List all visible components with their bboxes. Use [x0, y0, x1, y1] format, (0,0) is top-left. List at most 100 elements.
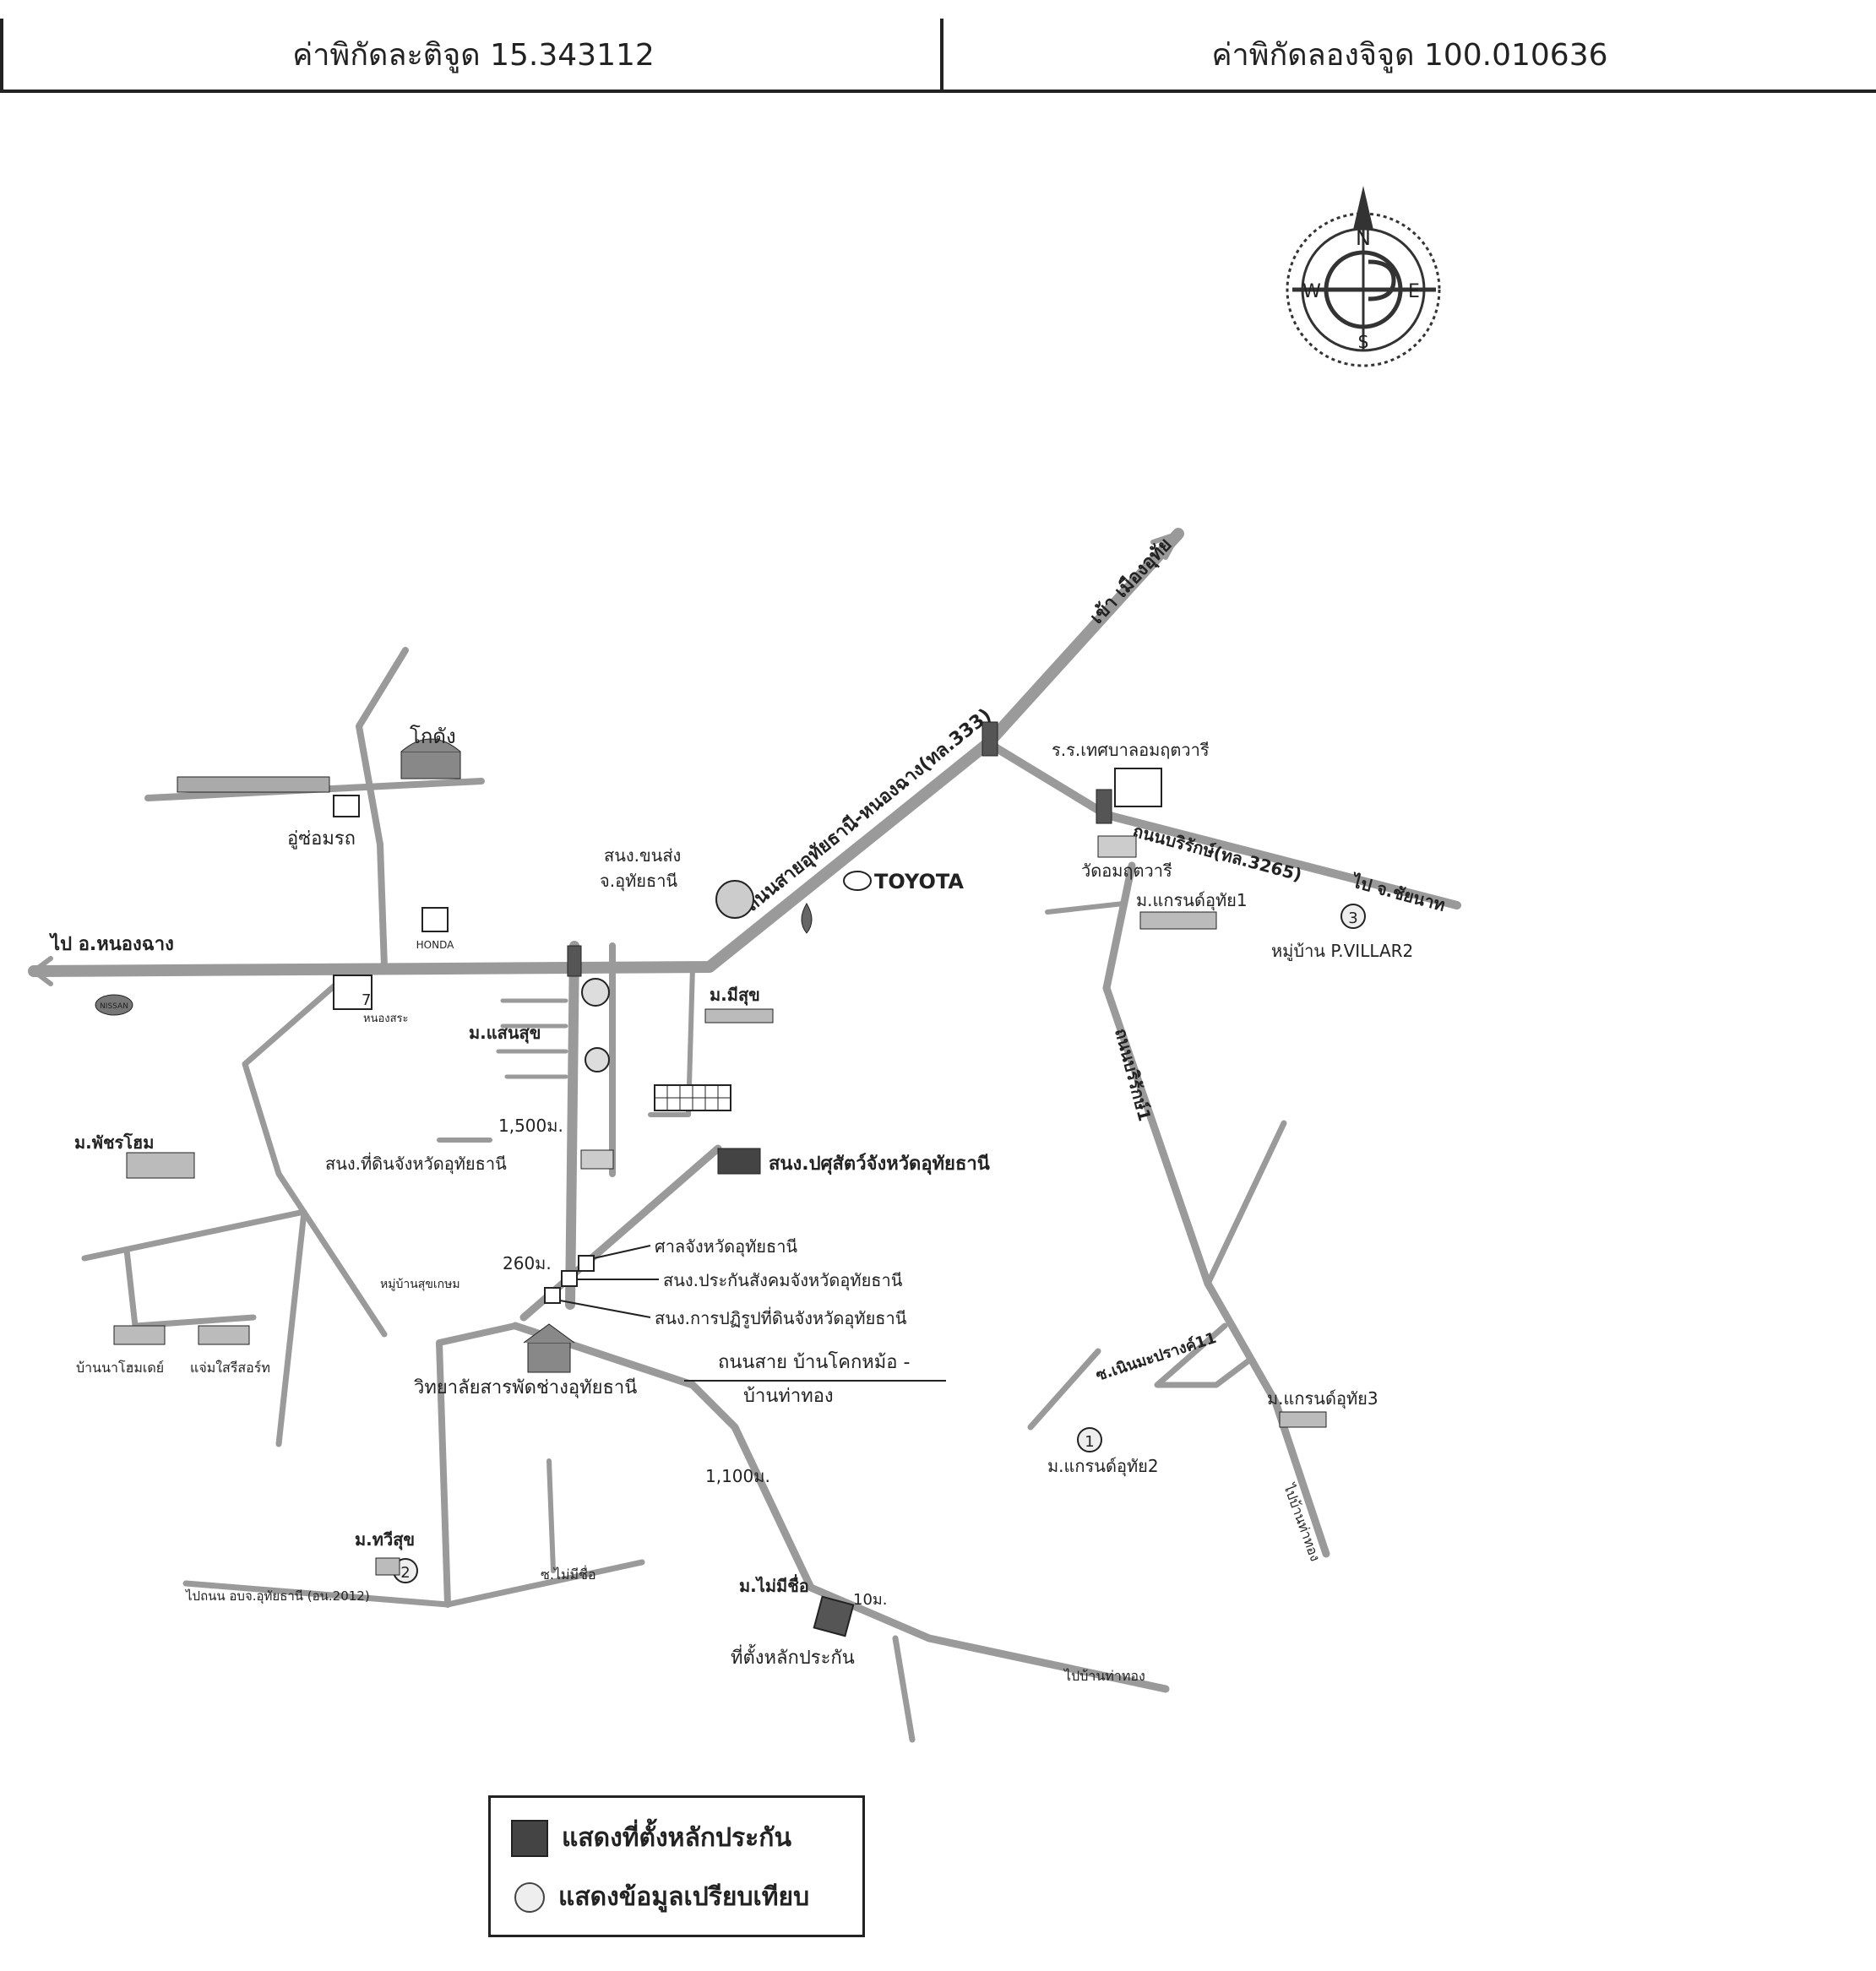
marker-2-number: 2	[400, 1564, 410, 1582]
solar-panel-icon	[654, 1084, 731, 1111]
coordinate-header: ค่าพิกัดละติจูด 15.343112 ค่าพิกัดลองจิจ…	[0, 19, 1876, 93]
road-borirak1-branch	[1204, 1120, 1287, 1287]
comparison-marker-3	[1340, 904, 1366, 929]
transport-office-icon	[581, 978, 610, 1007]
college-icon	[523, 1323, 575, 1373]
road-khok	[511, 1322, 1170, 1693]
court-label: ศาลจังหวัดอุทัยธานี	[655, 1236, 797, 1257]
social-security-label: สนง.ประกันสังคมจังหวัดอุทัยธานี	[663, 1270, 903, 1291]
school-icon	[1114, 768, 1162, 807]
distance-1100: 1,100ม.	[705, 1466, 770, 1486]
m-pattarahome-label: ม.พัชรโฮม	[74, 1132, 154, 1153]
khok-road-label-2: บ้านท่าทอง	[743, 1386, 834, 1407]
road-grand1-left	[1045, 901, 1126, 915]
temple-label: วัดอมฤตวารี	[1081, 861, 1172, 881]
latitude-label: ค่าพิกัดละติจูด 15.343112	[0, 19, 943, 90]
to-sakae-label: ไป จ.ชัยนาท	[1349, 871, 1448, 915]
khok-road-label-1: ถนนสาย บ้านโคกหม้อ -	[718, 1351, 910, 1373]
tech-college-label: วิทยาลัยสารพัดช่างอุทัยธานี	[413, 1377, 637, 1398]
to-nong-chang-label: ไป อ.หนองฉาง	[49, 932, 174, 955]
legend-row-comparison: แสดงข้อมูลเปรียบเทียบ	[511, 1877, 809, 1917]
compass-n: N	[1356, 226, 1371, 250]
school-label: ร.ร.เทศบาลอมฤตวารี	[1052, 740, 1210, 760]
road-left-diagonal	[242, 972, 388, 1338]
road-grand2	[1027, 1348, 1101, 1431]
road-nong-chang-arrow	[31, 956, 53, 986]
comparison-circle-icon	[514, 1881, 545, 1913]
m-misuk-label: ม.มีสุข	[710, 985, 760, 1006]
village-sukkasem-label: หมู่บ้านสุขเกษม	[380, 1278, 460, 1291]
header-divider	[940, 19, 943, 90]
gas-station-icon	[715, 880, 754, 919]
honda-logo-icon: HONDA	[416, 907, 454, 951]
office-cluster-icon	[544, 1255, 595, 1304]
to-tha-thong-label: ไปบ้านท่าทอง	[1063, 1668, 1145, 1684]
road-saensuk-1	[496, 998, 568, 1079]
to-phanom-label: ไปถนน อบจ.อุทัยธานี (อน.2012)	[185, 1588, 370, 1604]
village-icon	[1139, 911, 1217, 930]
m-grand3-label: ม.แกรนด์อุทัย3	[1267, 1388, 1378, 1409]
marker-1-number: 1	[1085, 1433, 1094, 1451]
land-office-icon	[580, 1149, 614, 1170]
road-misuk	[648, 964, 695, 1117]
m-no-name-label: ม.ไม่มีชื่อ	[739, 1573, 809, 1596]
longitude-label: ค่าพิกัดลองจิจูด 100.010636	[1211, 37, 1608, 73]
village-icon	[375, 1557, 400, 1576]
nissan-logo-icon: NISSAN	[95, 994, 133, 1016]
seven-eleven-icon: 7 หนองสระ	[333, 975, 409, 1025]
svg-text:HONDA: HONDA	[416, 939, 454, 951]
legend-row-collateral: แสดงที่ตั้งหลักประกัน	[511, 1818, 791, 1858]
land-office-label: สนง.ที่ดินจังหวัดอุทัยธานี	[325, 1152, 507, 1175]
resort-icon	[113, 1325, 166, 1345]
soi-small-label: ซ.ไม่มีชื่อ	[541, 1565, 596, 1583]
ban-na-home-label: บ้านนาโฮมเดย์	[76, 1360, 164, 1376]
resort-icon	[198, 1325, 250, 1345]
road-warehouse-vertical	[356, 647, 409, 970]
road-highway-333-arrow	[1150, 531, 1181, 560]
warehouse-label: โกดัง	[410, 725, 456, 748]
road-highway-333	[28, 528, 1184, 977]
legend-comparison-label: แสดงข้อมูลเปรียบเทียบ	[558, 1882, 810, 1912]
distance-10: 10ม.	[853, 1591, 888, 1609]
m-grand2-label: ม.แกรนด์อุทัย2	[1047, 1456, 1159, 1477]
road-central-vertical	[565, 941, 579, 1310]
compass-rose: N S E W	[1286, 186, 1441, 367]
svg-text:TOYOTA: TOYOTA	[874, 870, 964, 893]
soi11-label: ซ.เนินมะปรางค์11	[1094, 1328, 1219, 1385]
land-reform-label: สนง.การปฏิรูปที่ดินจังหวัดอุทัยธานี	[655, 1306, 907, 1329]
pttlogo-icon	[801, 903, 813, 934]
temple-icon	[1097, 835, 1137, 858]
traffic-light-icon	[982, 721, 998, 757]
livestock-office-label: สนง.ปศุสัตว์จังหวัดอุทัยธานี	[769, 1153, 990, 1176]
road-bottom-left	[182, 1559, 645, 1608]
collateral-label: ที่ตั้งหลักประกัน	[731, 1644, 855, 1669]
road-left-west	[81, 1208, 307, 1447]
m-grand1-label: ม.แกรนด์อุทัย1	[1136, 890, 1248, 911]
road-left-loop	[123, 1246, 257, 1329]
village-icon	[126, 1152, 195, 1179]
borirak1-label: ถนนบริรักษ์1	[1111, 1026, 1155, 1123]
marker-3-number: 3	[1348, 909, 1357, 927]
road-bottom-stub	[546, 1458, 556, 1573]
transport-office-label-1: สนง.ขนส่ง	[604, 845, 681, 866]
office-seal-icon	[585, 1047, 610, 1072]
m-taweesuk-label: ม.ทวีสุข	[355, 1529, 415, 1550]
to-muang-label: เข้า เมืองอุทัย	[1086, 535, 1177, 629]
village-icon	[1279, 1411, 1327, 1428]
compass-e: E	[1408, 281, 1420, 302]
office-pointer-lines	[559, 1245, 659, 1318]
collateral-marker	[813, 1595, 855, 1637]
village-icon	[704, 1008, 774, 1024]
traffic-light-icon	[1096, 789, 1112, 824]
road-soi11	[1154, 1322, 1253, 1388]
svg-text:7: 7	[362, 991, 371, 1009]
distance-260: 260ม.	[503, 1253, 552, 1273]
garage-icon	[333, 795, 360, 817]
compass-s: S	[1358, 332, 1369, 352]
road-soi-left	[436, 1322, 519, 1608]
road-borirak1	[1102, 861, 1330, 1558]
road-bottom-down	[892, 1635, 916, 1743]
compass-w: W	[1302, 281, 1321, 302]
houses-row-icon	[177, 776, 330, 793]
